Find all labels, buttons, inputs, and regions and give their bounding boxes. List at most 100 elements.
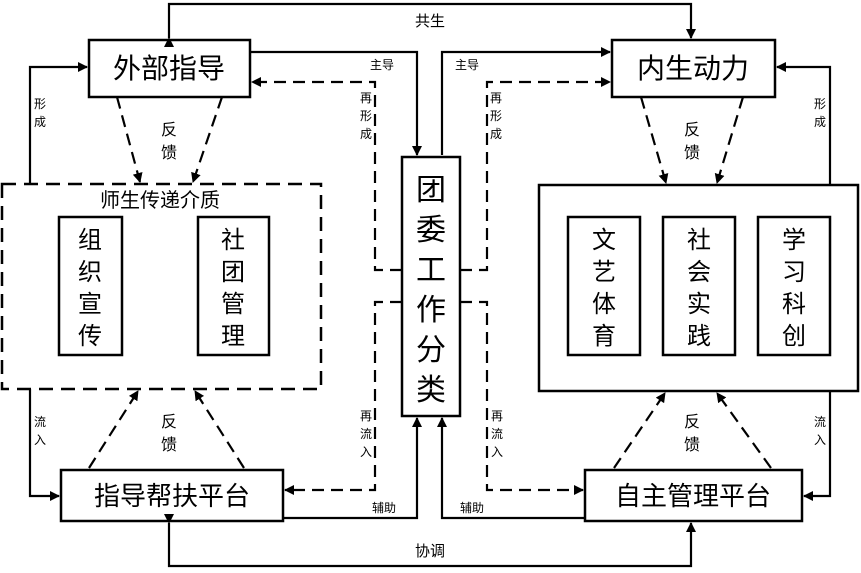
org-promo-char: 组 (78, 226, 102, 254)
league-committee-char: 作 (416, 293, 446, 328)
reinflow-right-label: 再 (491, 409, 503, 423)
reinflow-left-label: 入 (360, 445, 372, 459)
activity-container (537, 183, 860, 393)
reform-left-connector (251, 77, 402, 272)
feedback-top-right-label: 馈 (684, 143, 700, 162)
form-right-connector (776, 62, 832, 185)
reform-left-label: 形 (360, 109, 372, 123)
feedback-bottom-right-label: 馈 (684, 435, 700, 454)
culture-sports-char: 体 (592, 290, 616, 318)
social-practice-char: 践 (687, 322, 711, 350)
form-left-label: 形 (34, 97, 46, 111)
culture-sports-char: 文 (592, 226, 616, 254)
feedback-top-left-arrow (115, 96, 143, 183)
science-innovation-char: 习 (782, 258, 806, 286)
feedback-top-right-arrow (714, 96, 745, 184)
form-left-label: 成 (34, 115, 46, 129)
guidance-platform-box (59, 468, 285, 523)
coordination-label: 协调 (415, 542, 445, 560)
coordination-connector (164, 514, 696, 568)
inflow-right-label: 流 (814, 415, 826, 429)
reform-right-label: 成 (490, 127, 502, 141)
form-right-label: 形 (814, 97, 826, 111)
feedback-top-left-label: 馈 (161, 143, 177, 162)
assist-right-connector (437, 417, 585, 520)
reform-right-label: 再 (490, 91, 502, 105)
assist-left-connector (283, 417, 422, 520)
science-innovation-char: 学 (782, 226, 806, 254)
inflow-right-label: 入 (814, 433, 826, 447)
reinflow-right-connector (460, 300, 584, 495)
org-promo-box (57, 215, 124, 357)
reinflow-right-label: 流 (491, 427, 503, 441)
feedback-top-right-arrow (639, 96, 669, 184)
social-practice-char: 会 (687, 258, 711, 286)
feedback-bottom-left-arrow (194, 390, 245, 469)
league-committee-box (400, 155, 462, 418)
club-mgmt-char: 团 (221, 258, 245, 286)
feedback-top-left-label: 反 (161, 120, 177, 139)
reform-left-label: 再 (360, 91, 372, 105)
inflow-left-label: 流 (34, 415, 46, 429)
club-mgmt-char: 理 (221, 322, 245, 350)
culture-sports-char: 育 (592, 322, 616, 350)
club-mgmt-char: 管 (221, 290, 245, 318)
feedback-bottom-right-label: 反 (684, 412, 700, 431)
social-practice-char: 社 (687, 226, 711, 254)
feedback-bottom-left-label: 馈 (161, 435, 177, 454)
science-innovation-char: 创 (782, 322, 806, 350)
feedback-top-right-label: 反 (684, 120, 700, 139)
assist-right-label: 辅助 (460, 501, 484, 515)
feedback-bottom-right-arrow (716, 392, 772, 469)
external-guidance-box (87, 38, 252, 99)
science-innovation-char: 科 (782, 290, 806, 318)
lead-right-label: 主导 (455, 58, 479, 72)
reform-right-label: 形 (490, 109, 502, 123)
lead-left-label: 主导 (370, 58, 394, 72)
league-committee-char: 分 (416, 333, 446, 368)
feedback-bottom-right-arrow (613, 392, 666, 469)
feedback-bottom-left-arrow (88, 390, 139, 469)
external-guidance-label: 外部指导 (113, 52, 225, 85)
org-promo-char: 织 (78, 258, 102, 286)
guidance-platform-label: 指导帮扶平台 (94, 482, 250, 512)
reinflow-left-label: 再 (360, 409, 372, 423)
inflow-left-connector (28, 389, 60, 501)
league-committee-char: 团 (416, 173, 446, 208)
reform-left-label: 成 (360, 127, 372, 141)
self-mgmt-platform-box (583, 468, 804, 523)
symbiosis-label: 共生 (415, 12, 445, 30)
science-innovation-box (756, 215, 832, 357)
feedback-top-left-arrow (191, 96, 224, 183)
reinflow-right-label: 入 (491, 445, 503, 459)
social-practice-box (661, 215, 737, 357)
feedback-bottom-left-label: 反 (161, 412, 177, 431)
club-mgmt-box (196, 215, 271, 357)
org-promo-char: 传 (78, 322, 102, 350)
league-committee-char: 类 (416, 373, 446, 408)
form-right-label: 成 (814, 115, 826, 129)
inflow-left-label: 入 (34, 433, 46, 447)
self-mgmt-platform-label: 自主管理平台 (615, 482, 771, 512)
internal-motivation-box (610, 38, 777, 99)
league-committee-char: 委 (416, 213, 446, 248)
culture-sports-box (566, 215, 642, 357)
club-mgmt-char: 社 (221, 226, 245, 254)
symbiosis-connector (164, 2, 696, 47)
reinflow-left-label: 流 (360, 427, 372, 441)
league-committee-char: 工 (416, 253, 446, 288)
reform-right-connector (460, 77, 611, 272)
reinflow-left-connector (284, 300, 402, 495)
form-left-connector (28, 62, 88, 184)
culture-sports-char: 艺 (592, 258, 616, 286)
lead-left-connector (250, 50, 422, 156)
assist-left-label: 辅助 (372, 501, 396, 515)
medium-container (0, 182, 323, 391)
org-promo-char: 宣 (78, 290, 102, 318)
lead-right-connector (440, 47, 611, 155)
internal-motivation-label: 内生动力 (637, 52, 749, 85)
medium-title: 师生传递介质 (100, 188, 220, 212)
inflow-right-connector (803, 391, 832, 501)
social-practice-char: 实 (687, 290, 711, 318)
